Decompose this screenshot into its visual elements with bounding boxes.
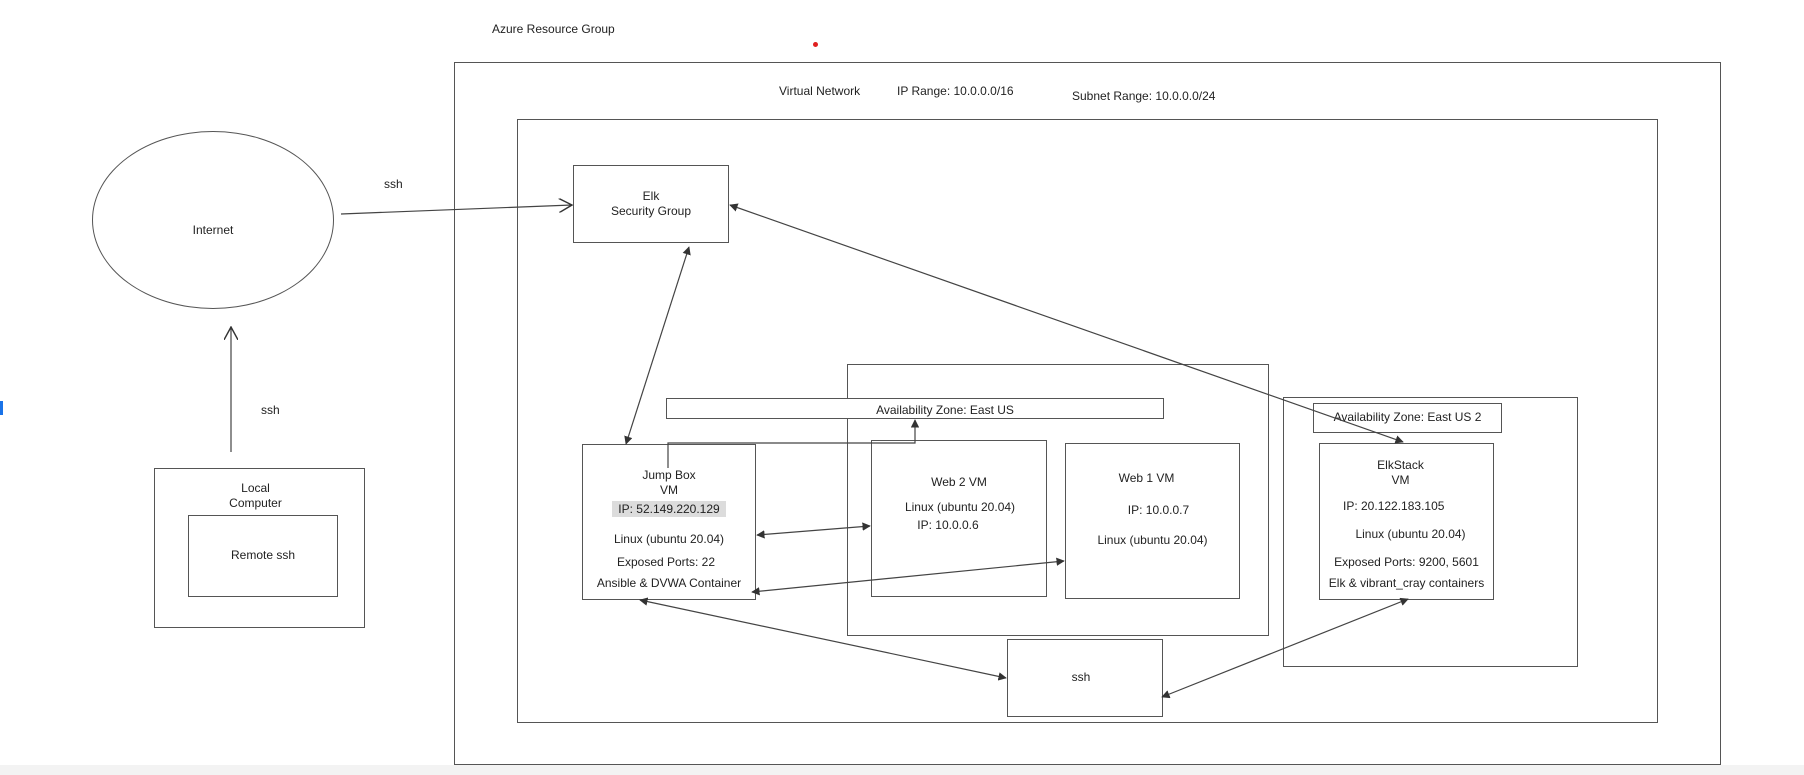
security-group-line2: Security Group [610,204,692,218]
vnet-label: Virtual Network [779,84,861,98]
local-computer-line1: Local [241,481,270,495]
subnet-range: Subnet Range: 10.0.0.0/24 [1072,89,1216,103]
arrow-ssh-elkstack [1161,597,1409,699]
jump-box-ip-wrap: IP: 52.149.220.129 [582,501,756,517]
local-computer-label: Local Computer [154,481,357,511]
arrow-jump-box-ssh [639,597,1007,681]
ssh-box-label: ssh [1071,670,1091,684]
ssh-local-label: ssh [261,403,280,417]
arrow-security-group-elkstack [729,203,1404,444]
jump-box-containers: Ansible & DVWA Container [596,576,742,590]
bottom-bar [0,765,1804,775]
web1-ip: IP: 10.0.0.7 [1127,503,1190,517]
jump-box-os: Linux (ubuntu 20.04) [613,532,725,546]
web1-title: Web 1 VM [1118,471,1175,485]
local-computer-box[interactable] [154,468,365,628]
remote-ssh-box[interactable] [188,515,338,597]
security-group-box[interactable] [573,165,729,243]
jump-box-title: Jump Box VM [582,468,756,498]
local-computer-line2: Computer [229,496,282,510]
elkstack-line2: VM [1391,473,1410,487]
resource-group-box[interactable] [454,62,1721,765]
elkstack-ip: IP: 20.122.183.105 [1343,499,1445,513]
elkstack-containers: Elk & vibrant_cray containers [1328,576,1485,590]
jump-box-line1: Jump Box [642,468,696,482]
web2-os: Linux (ubuntu 20.04) [904,500,1016,514]
red-dot-marker [813,42,818,47]
ssh-internet-label: ssh [384,177,403,191]
jump-box-ports: Exposed Ports: 22 [616,555,716,569]
web2-ip: IP: 10.0.0.6 [917,518,979,532]
side-selection-marker [0,401,3,415]
security-group-label: Elk Security Group [573,189,729,219]
elkstack-line1: ElkStack [1377,458,1424,472]
web2-title: Web 2 VM [931,475,987,489]
vnet-ip-range: IP Range: 10.0.0.0/16 [897,84,1014,98]
resource-group-label: Azure Resource Group [492,22,615,36]
web1-vm-box[interactable] [1065,443,1240,599]
remote-ssh-label: Remote ssh [230,548,296,562]
internet-ellipse[interactable] [92,131,334,309]
elkstack-os: Linux (ubuntu 20.04) [1355,527,1466,541]
security-group-line1: Elk [642,189,660,203]
arrow-jump-box-to-zone [667,419,920,468]
virtual-network-box[interactable] [517,119,1658,723]
web1-os: Linux (ubuntu 20.04) [1097,533,1208,547]
elkstack-title: ElkStack VM [1313,458,1488,488]
elkstack-ports: Exposed Ports: 9200, 5601 [1334,555,1479,569]
arrow-jump-box-web1 [751,557,1065,596]
jump-box-ip: IP: 52.149.220.129 [612,501,726,517]
internet-label: Internet [192,223,234,237]
arrow-internet-to-security-group [340,205,572,215]
availability-zone-east-us2-box[interactable] [1283,397,1578,667]
arrow-jump-box-web2 [756,522,871,539]
jump-box-line2: VM [660,483,678,497]
arrow-security-group-jump-box [624,246,691,445]
